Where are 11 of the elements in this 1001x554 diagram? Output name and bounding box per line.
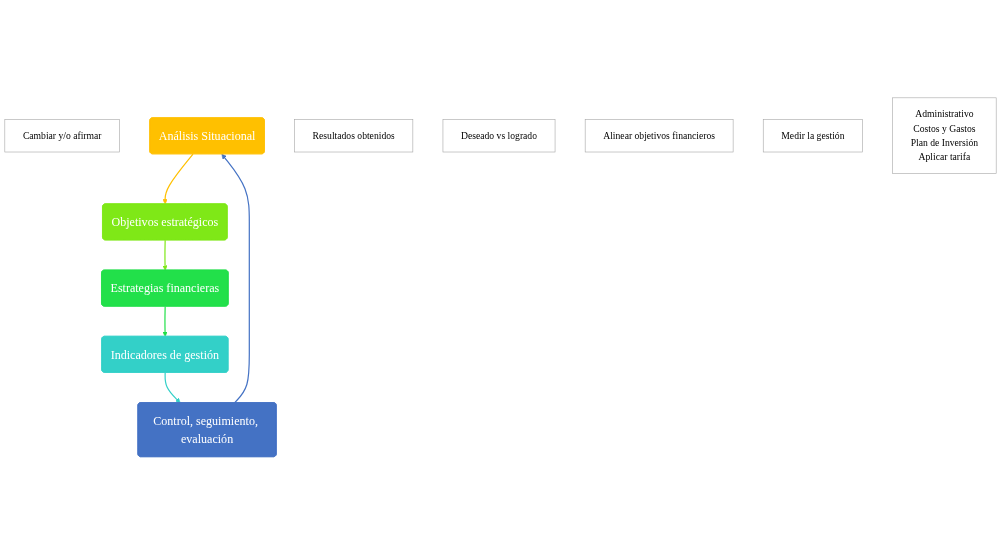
node-box: Administrativo Costos y Gastos Plan de Inversión Aplicar tarifa [892, 97, 997, 174]
arrow [164, 371, 181, 403]
arrow [162, 305, 168, 337]
arrow [221, 153, 250, 404]
arrow [162, 239, 168, 271]
node-box: Deseado vs logrado [442, 118, 556, 153]
node-box: Cambiar y/o afirmar [4, 118, 120, 153]
node-box: Resultados obtenidos [294, 118, 414, 153]
node-box: Alinear objetivos financieros [584, 118, 734, 153]
arrow [162, 153, 194, 205]
node-box: Medir la gestión [762, 118, 863, 153]
